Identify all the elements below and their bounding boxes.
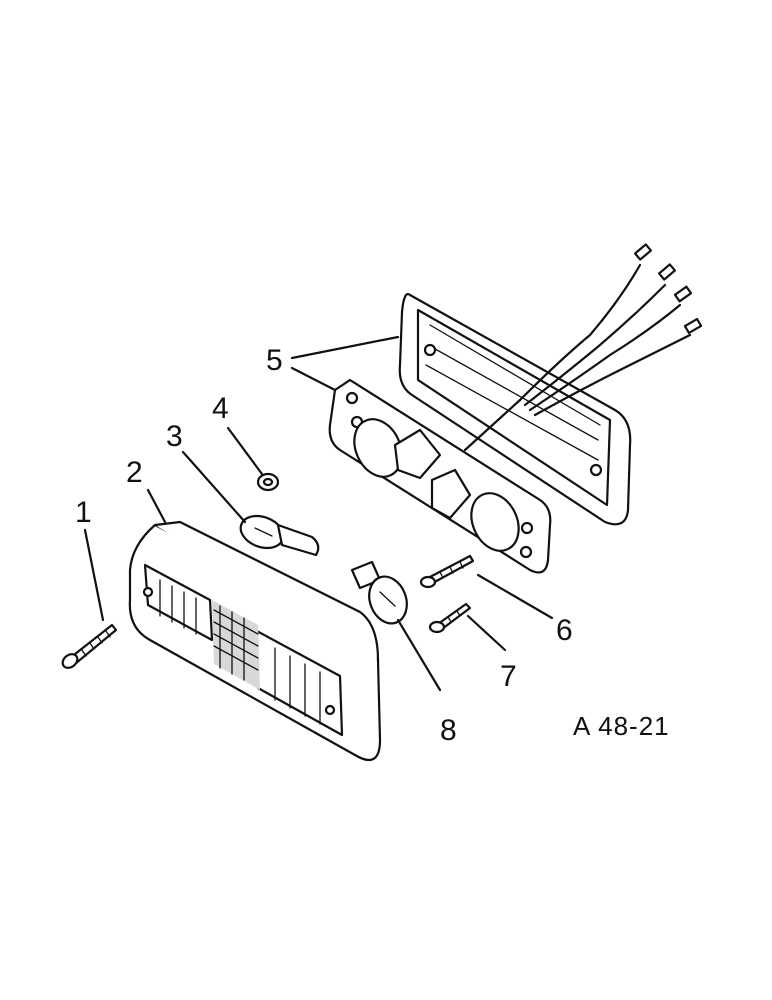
screw-7 [428, 602, 472, 634]
rear-housing [398, 293, 632, 526]
nut [256, 472, 280, 492]
callout-5: 5 [266, 344, 283, 377]
socket-plate [328, 378, 552, 574]
figure-id: A 48-21 [573, 711, 670, 741]
callout-4: 4 [212, 392, 229, 425]
callout-1: 1 [75, 496, 92, 529]
callout-numbers: 1 2 3 4 5 6 7 8 [75, 344, 573, 747]
bulb-small [239, 514, 320, 557]
callout-3: 3 [166, 420, 183, 453]
callout-2: 2 [126, 456, 143, 489]
wiring-harness [463, 243, 703, 452]
screw-6 [419, 554, 475, 589]
lens-body [128, 520, 382, 762]
leader-lines [83, 335, 554, 692]
callout-6: 6 [556, 614, 573, 647]
callout-8: 8 [440, 714, 457, 747]
bulb-large [350, 560, 408, 625]
screw-long [61, 623, 118, 669]
callout-7: 7 [500, 660, 517, 693]
